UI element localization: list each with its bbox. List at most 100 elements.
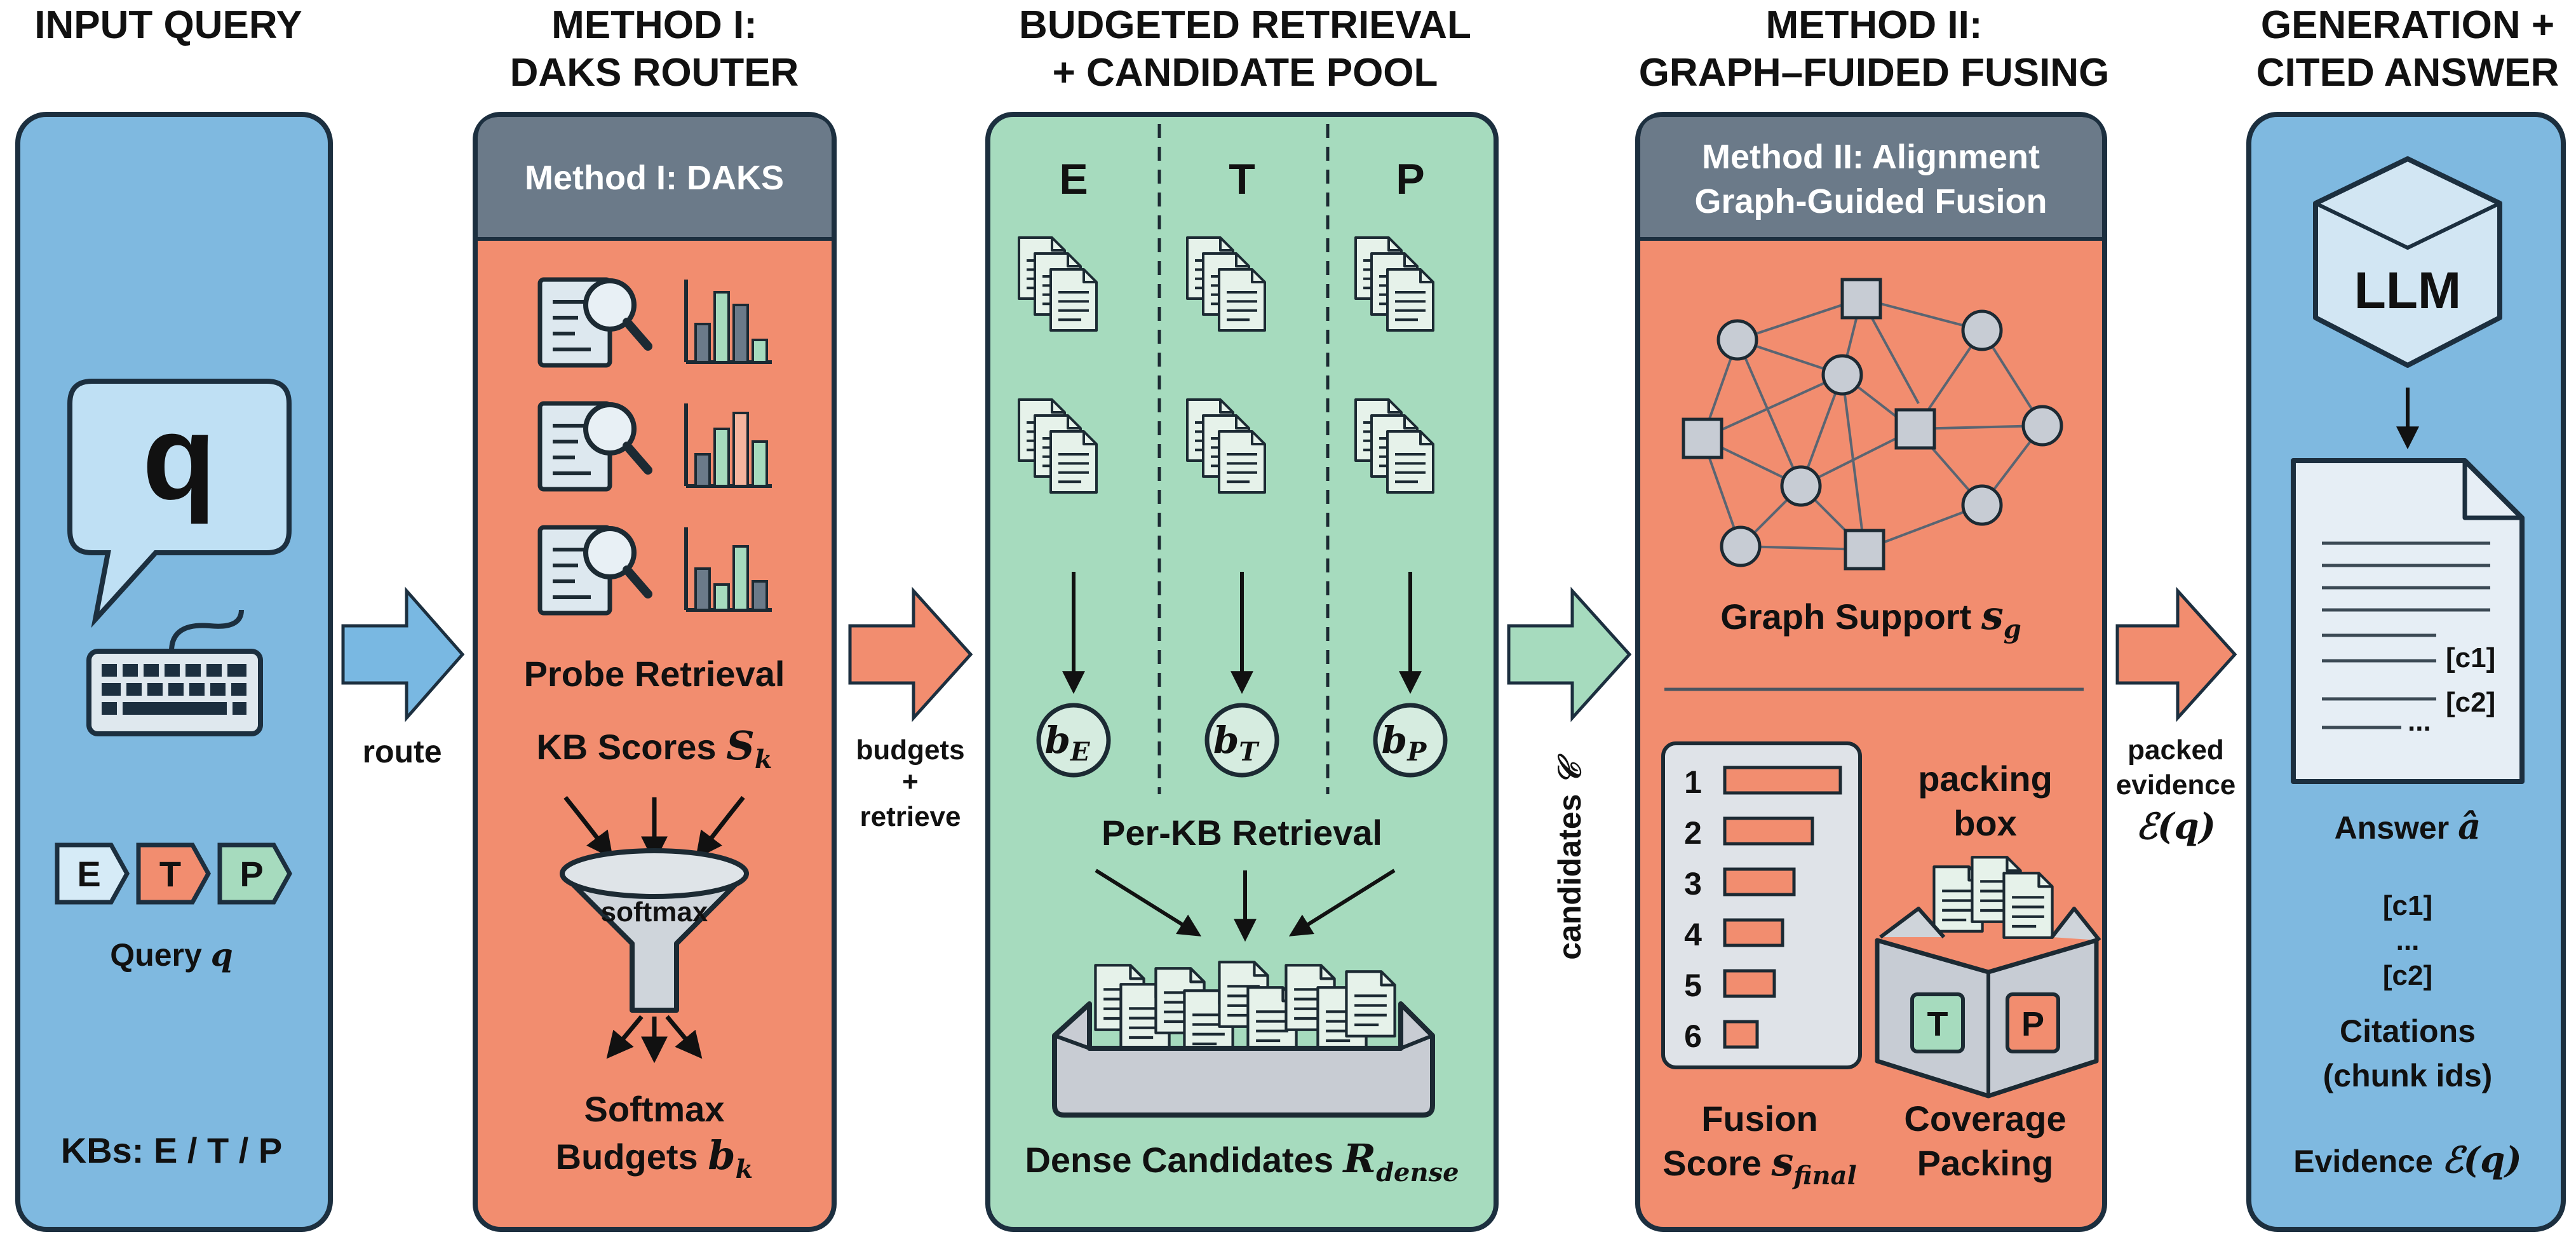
route-arrow xyxy=(341,586,465,722)
citation-list-1: [c1] xyxy=(2383,890,2432,921)
budget-symbol: bP xyxy=(1382,719,1428,767)
softmax-label: Softmax xyxy=(584,1089,725,1129)
rank-number: 6 xyxy=(1684,1018,1702,1054)
fusion-score-bar xyxy=(1723,867,1796,896)
svg-text:P: P xyxy=(2021,1005,2044,1043)
kbs-label: KBs: E / T / P xyxy=(61,1130,283,1170)
column-daks-router: METHOD I: DAKS ROUTER Method I: DAKS xyxy=(473,3,837,1232)
generation-header-line2: CITED ANSWER xyxy=(2256,51,2559,95)
column-budgeted-retrieval: BUDGETED RETRIEVAL + CANDIDATE POOL E bE… xyxy=(985,3,1499,1232)
column-graph-fusion: METHOD II: GRAPH–FUIDED FUSING Method II… xyxy=(1635,3,2109,1232)
keyboard-icon xyxy=(86,609,263,736)
packed-evidence-arrow xyxy=(2115,586,2237,722)
budgets-connector-line3: retrieve xyxy=(860,801,961,832)
evidence-label: Evidence ℰ(q) xyxy=(2293,1139,2522,1181)
llm-cube-icon: LLM xyxy=(2313,156,2502,368)
svg-text:P: P xyxy=(239,854,263,894)
probe-retrieval-label: Probe Retrieval xyxy=(524,654,785,694)
kb-tags: E T P xyxy=(55,842,293,905)
candidates-label: candidates 𝒞 xyxy=(1551,754,1588,960)
candidate-tray-icon xyxy=(1052,962,1435,1118)
retrieval-header-line2: + CANDIDATE POOL xyxy=(1053,51,1438,95)
connector-packed-evidence: packed evidence ℰ(q) xyxy=(2115,586,2237,848)
coverage-line1: Coverage xyxy=(1904,1099,2066,1139)
rank-number: 4 xyxy=(1684,917,1702,952)
route-label: route xyxy=(363,734,442,769)
query-label: Query q xyxy=(110,936,233,973)
fusion-title-line2: Graph-Guided Fusion xyxy=(1695,182,2047,220)
fusion-score-bar xyxy=(1723,1020,1759,1049)
daks-header-line2: DAKS ROUTER xyxy=(510,51,799,95)
magnifier-doc-icon xyxy=(537,277,652,368)
answer-label: Answer â xyxy=(2335,806,2481,848)
bar-chart-icon xyxy=(684,527,772,612)
answer-document-icon: [c1] [c2] ... xyxy=(2291,458,2525,784)
bar-chart-icon xyxy=(684,280,772,364)
connector-candidates: candidates 𝒞 xyxy=(1507,586,1632,960)
packing-box-icon: T P xyxy=(1875,857,2101,1099)
fusion-label-line2: Score sfinal xyxy=(1662,1139,1856,1191)
packing-box-line2: box xyxy=(1953,803,2017,843)
budget-symbol: bT xyxy=(1213,719,1260,767)
alignment-graph-icon xyxy=(1682,278,2063,571)
doc-citation-ellipsis: ... xyxy=(2408,706,2431,737)
budgets-connector-line1: budgets xyxy=(856,734,964,766)
daks-title-bar xyxy=(478,117,832,238)
box-tag-p xyxy=(2006,992,2060,1053)
budgets-connector-line2: + xyxy=(902,766,919,797)
fusion-score-bar xyxy=(1723,969,1776,998)
svg-text:T: T xyxy=(159,854,181,894)
fusion-score-bar xyxy=(1723,918,1784,947)
probe-icons xyxy=(537,277,772,616)
query-symbol: q xyxy=(142,390,216,525)
daks-title-text: Method I: DAKS xyxy=(525,159,784,197)
candidates-arrow xyxy=(1507,586,1632,722)
column-input-query: INPUT QUERY q E T P Query q KBs: E / T /… xyxy=(15,3,333,1232)
fusion-title-line1: Method II: Alignment xyxy=(1702,138,2040,176)
fusion-title-bar xyxy=(1640,117,2102,238)
generation-header-line1: GENERATION + xyxy=(2261,3,2554,47)
kb-tag-e xyxy=(55,842,130,905)
probe-row-3 xyxy=(537,525,772,616)
citation-list-2: ... xyxy=(2396,925,2420,956)
budgets-arrow xyxy=(848,586,973,722)
fusion-score-bar xyxy=(1723,816,1814,846)
citations-line2: (chunk ids) xyxy=(2323,1058,2493,1093)
svg-text:E: E xyxy=(77,854,100,894)
packed-var: ℰ(q) xyxy=(2136,806,2216,848)
rank-number: 3 xyxy=(1684,866,1702,902)
packing-box-line1: packing xyxy=(1918,759,2053,799)
retrieval-header-line1: BUDGETED RETRIEVAL xyxy=(1019,3,1471,47)
per-kb-retrieval-label: Per-KB Retrieval xyxy=(1102,813,1382,853)
packed-line2: evidence xyxy=(2116,769,2235,801)
magnifier-doc-icon xyxy=(537,525,652,616)
speech-bubble-icon xyxy=(67,379,292,628)
input-header: INPUT QUERY xyxy=(34,3,302,47)
kb-column-name: E xyxy=(1059,155,1088,203)
kb-column-t: T bT xyxy=(1186,155,1279,778)
dense-candidates-label: Dense Candidates Rdense xyxy=(1025,1135,1459,1187)
budgets-label: Budgets bk xyxy=(556,1132,753,1184)
fusion-score-bar xyxy=(1723,766,1842,795)
bar-chart-icon xyxy=(684,403,772,488)
funnel-label: softmax xyxy=(601,896,708,928)
kb-column-name: P xyxy=(1396,155,1424,203)
column-generation: GENERATION + CITED ANSWER LLM [c1] [c2] … xyxy=(2246,3,2566,1232)
budget-symbol: bE xyxy=(1044,719,1090,767)
rank-number: 2 xyxy=(1684,815,1702,851)
kb-column-p: P bP xyxy=(1354,155,1448,778)
kb-scores-label: KB Scores Sk xyxy=(536,722,772,774)
packed-line1: packed xyxy=(2128,734,2224,766)
probe-row-2 xyxy=(537,401,772,492)
kb-tag-t xyxy=(136,842,212,905)
graph-support-label: Graph Support sg xyxy=(1720,592,2021,644)
citations-line1: Citations xyxy=(2340,1013,2476,1049)
rank-number: 5 xyxy=(1684,968,1702,1003)
connector-budgets-retrieve: budgets + retrieve xyxy=(848,586,973,832)
softmax-funnel-icon: softmax xyxy=(560,795,749,1064)
llm-label: LLM xyxy=(2354,262,2461,320)
kb-column-name: T xyxy=(1229,155,1255,203)
connector-route: route xyxy=(341,586,465,769)
coverage-line2: Packing xyxy=(1917,1143,2054,1183)
